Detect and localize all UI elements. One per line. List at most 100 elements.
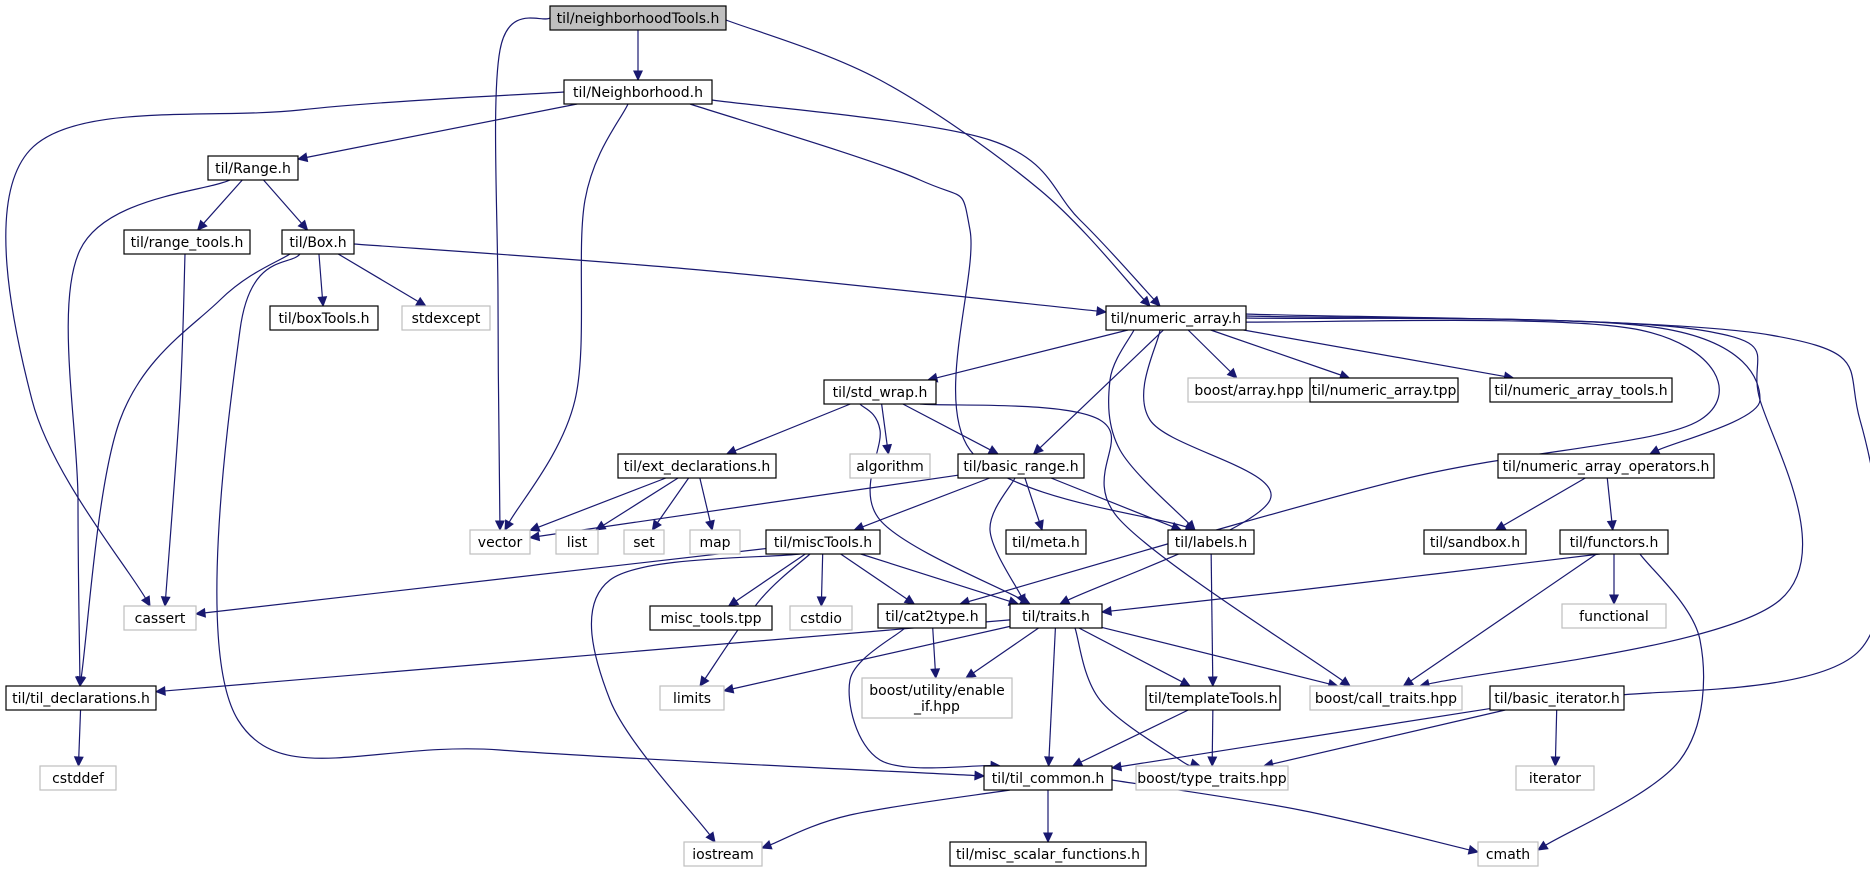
edge-arrowhead: [140, 595, 151, 608]
node-label: til/numeric_array_operators.h: [1503, 459, 1710, 475]
node-basic_range[interactable]: til/basic_range.h: [957, 453, 1085, 479]
edge-arrowhead: [760, 839, 773, 850]
node-box: [823, 379, 937, 405]
edge-line: [1271, 709, 1506, 765]
edge-line: [989, 477, 1023, 598]
node-misc_tools_tpp[interactable]: misc_tools.tpp: [649, 605, 773, 631]
edge-arrowhead: [1207, 756, 1218, 768]
edge-arrowhead: [1110, 761, 1123, 772]
edge-arrowhead: [154, 685, 166, 696]
edge-line: [1606, 477, 1613, 523]
node-box: [401, 305, 491, 331]
node-set: set: [623, 529, 665, 555]
node-box: [1009, 603, 1103, 629]
node-numeric_array_operators[interactable]: til/numeric_array_operators.h: [1497, 453, 1715, 479]
edge-Neighborhood-to-cassert: [5, 91, 565, 608]
edge-line: [80, 253, 291, 679]
edge-miscTools-to-cassert: [194, 547, 767, 618]
node-box: [649, 605, 773, 631]
edge-miscTools-to-misc_tools_tpp: [727, 553, 806, 607]
edge-numeric_array-to-boost_array: [1187, 329, 1238, 379]
node-box: [1167, 529, 1255, 555]
edge-arrowhead: [1550, 756, 1561, 768]
node-label: til/labels.h: [1175, 535, 1247, 551]
node-label: boost/array.hpp: [1194, 383, 1303, 399]
node-cat2type[interactable]: til/cat2type.h: [877, 603, 987, 629]
node-miscTools[interactable]: til/miscTools.h: [765, 529, 881, 555]
node-numeric_array_tpp[interactable]: til/numeric_array.tpp: [1309, 377, 1459, 403]
edge-line: [318, 253, 324, 299]
node-list: list: [555, 529, 599, 555]
node-misc_scalar_functions[interactable]: til/misc_scalar_functions.h: [949, 841, 1147, 867]
node-box: [1309, 377, 1459, 403]
node-box: [549, 5, 727, 31]
node-box: [861, 677, 1013, 719]
node-label: til/til_common.h: [992, 771, 1105, 787]
edge-line: [163, 619, 1011, 692]
edge-line: [537, 474, 959, 538]
node-numeric_array_tools[interactable]: til/numeric_array_tools.h: [1489, 377, 1673, 403]
node-label: boost/call_traits.hpp: [1315, 691, 1457, 707]
node-functors[interactable]: til/functors.h: [1559, 529, 1669, 555]
edge-line: [731, 625, 1011, 690]
edge-functors-to-cmath: [1536, 553, 1705, 851]
edge-arrowhead: [297, 219, 309, 231]
edge-line: [689, 103, 1189, 528]
node-box: [39, 765, 117, 791]
node-meta[interactable]: til/meta.h: [1005, 529, 1087, 555]
edge-line: [5, 91, 565, 600]
edge-arrowhead: [1606, 520, 1617, 532]
node-til_common[interactable]: til/til_common.h: [983, 765, 1113, 791]
node-ext_declarations[interactable]: til/ext_declarations.h: [617, 453, 777, 479]
edge-traits-to-enable_if: [965, 627, 1039, 679]
edge-arrowhead: [296, 152, 309, 163]
edge-arrowhead: [1044, 756, 1055, 768]
edge-line: [1048, 627, 1057, 759]
edge-line: [1211, 709, 1214, 759]
node-sandbox[interactable]: til/sandbox.h: [1423, 529, 1527, 555]
edge-arrowhead: [196, 219, 208, 231]
node-boxTools[interactable]: til/boxTools.h: [269, 305, 379, 331]
node-box: [689, 529, 741, 555]
edge-basic_range-to-meta: [1024, 477, 1044, 532]
node-label: til/miscTools.h: [774, 535, 872, 551]
edge-line: [1101, 626, 1331, 685]
node-std_wrap[interactable]: til/std_wrap.h: [823, 379, 937, 405]
node-box: [1105, 305, 1247, 331]
node-label: til/meta.h: [1012, 535, 1080, 551]
node-box: [983, 765, 1113, 791]
edge-arrowhead: [160, 596, 171, 608]
node-neighborhoodTools[interactable]: til/neighborhoodTools.h: [549, 5, 727, 31]
node-til_declarations[interactable]: til/til_declarations.h: [5, 685, 157, 711]
edge-Box-to-boxTools: [317, 253, 328, 308]
node-label: til/basic_iterator.h: [1494, 691, 1620, 707]
node-labels[interactable]: til/labels.h: [1167, 529, 1255, 555]
node-templateTools[interactable]: til/templateTools.h: [1145, 685, 1281, 711]
edge-arrowhead: [965, 668, 977, 679]
node-traits[interactable]: til/traits.h: [1009, 603, 1103, 629]
edge-functors-to-functional: [1609, 554, 1619, 606]
node-basic_iterator[interactable]: til/basic_iterator.h: [1489, 685, 1625, 711]
edge-til_common-to-misc_scalar_functions: [1043, 790, 1053, 844]
edge-arrowhead: [73, 756, 84, 768]
node-numeric_array[interactable]: til/numeric_array.h: [1105, 305, 1247, 331]
edge-functors-to-call_traits: [1402, 553, 1597, 687]
node-label: til/til_declarations.h: [12, 691, 150, 707]
node-range_tools[interactable]: til/range_tools.h: [123, 229, 251, 255]
node-label: vector: [478, 535, 523, 551]
edge-arrowhead: [1100, 605, 1112, 616]
node-Box[interactable]: til/Box.h: [281, 229, 355, 255]
edge-arrowhead: [504, 519, 514, 532]
node-box: [957, 453, 1085, 479]
node-Range[interactable]: til/Range.h: [207, 155, 299, 181]
node-box: [269, 305, 379, 331]
edge-line: [337, 253, 420, 303]
edge-numeric_array_operators-to-sandbox: [1494, 477, 1586, 531]
edge-numeric_array-to-traits: [1058, 329, 1272, 605]
edge-ext_declarations-to-vector: [528, 477, 667, 532]
edge-line: [860, 553, 1012, 603]
edge-neighborhoodTools-to-vector: [494, 17, 551, 532]
node-Neighborhood[interactable]: til/Neighborhood.h: [563, 79, 713, 105]
node-label: boost/utility/enable_if.hpp: [869, 683, 1005, 715]
node-iterator: iterator: [1515, 765, 1595, 791]
